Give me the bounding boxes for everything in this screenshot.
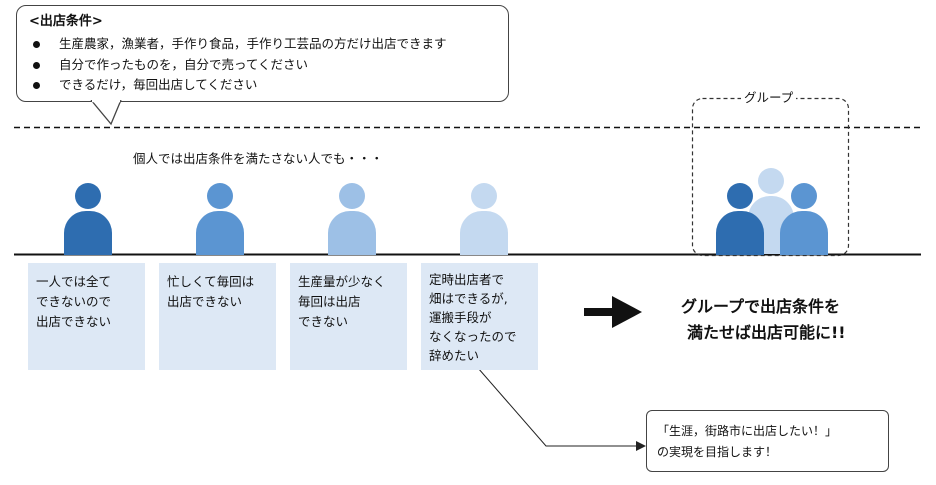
conditions-callout: <出店条件> 生産農家，漁業者，手作り食品，手作り工芸品の方だけ出店できます 自… — [16, 5, 509, 102]
case-card: 定時出店者で 畑はできるが, 運搬手段が なくなったので 辞めたい — [421, 263, 538, 370]
arrow-right-head-icon — [612, 296, 642, 328]
goal-note: 「生涯，街路市に出店したい！」 の実現を目指します！ — [646, 410, 889, 472]
condition-item: 生産農家，漁業者，手作り食品，手作り工芸品の方だけ出店できます — [29, 34, 498, 55]
bullet-icon — [33, 82, 40, 89]
case-to-note-connector — [477, 367, 637, 447]
person-icon-mid — [196, 183, 244, 255]
group-frame — [691, 97, 850, 257]
bullet-icon — [33, 61, 40, 69]
person-icon-dark — [64, 183, 112, 255]
conditions-list: 生産農家，漁業者，手作り食品，手作り工芸品の方だけ出店できます 自分で作ったもの… — [29, 34, 498, 96]
case-card: 一人では全て できないので 出店できない — [28, 263, 145, 370]
callout-tail — [90, 100, 122, 126]
condition-item: 自分で作ったものを，自分で売ってください — [29, 55, 498, 76]
conditions-title: <出店条件> — [29, 14, 103, 29]
arrow-right-icon — [584, 308, 614, 316]
person-icon-light — [328, 183, 376, 255]
condition-item: できるだけ，毎回出店してください — [29, 75, 498, 96]
intro-text: 個人では出店条件を満たさない人でも・・・ — [133, 151, 384, 166]
group-person-left-icon — [716, 183, 764, 255]
person-icon-lighter — [460, 183, 508, 255]
group-person-right-icon — [780, 183, 828, 255]
group-label: グループ — [741, 87, 797, 106]
case-card: 生産量が少なく 毎回は出店 できない — [290, 263, 407, 370]
result-text: グループで出店条件を 満たせば出店可能に!! — [681, 297, 846, 342]
connector-arrowhead — [636, 441, 646, 451]
case-card: 忙しくて毎回は 出店できない — [159, 263, 276, 370]
bullet-icon — [33, 41, 40, 48]
